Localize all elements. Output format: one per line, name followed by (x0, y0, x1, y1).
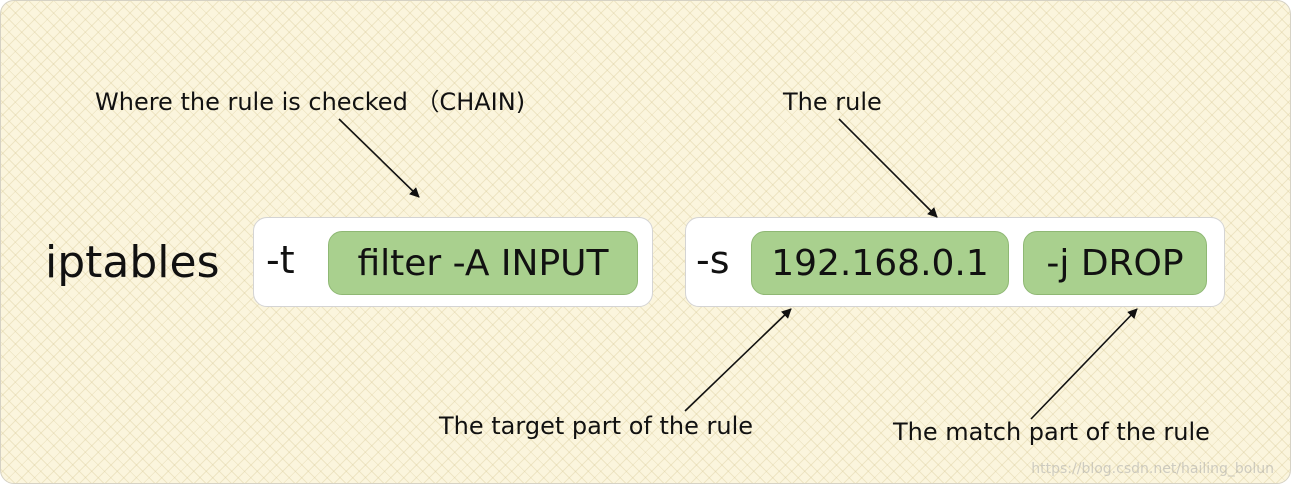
source-flag: -s (696, 238, 730, 282)
table-flag: -t (266, 238, 295, 282)
table-chain-box: -t filter -A INPUT (253, 217, 653, 307)
match-label: The match part of the rule (893, 418, 1210, 446)
target-label: The target part of the rule (439, 412, 754, 440)
rule-arrow (838, 118, 938, 218)
jump-target-pill: -j DROP (1023, 231, 1207, 295)
command-name: iptables (45, 237, 220, 288)
match-arrow (1030, 308, 1138, 420)
rule-box: -s 192.168.0.1 -j DROP (685, 217, 1225, 307)
target-arrow (684, 308, 792, 412)
source-ip-pill: 192.168.0.1 (751, 231, 1009, 295)
chain-arrow (338, 118, 420, 198)
watermark: https://blog.csdn.net/hailing_bolun (1031, 461, 1274, 477)
rule-label: The rule (783, 88, 882, 116)
table-chain-pill: filter -A INPUT (328, 231, 638, 295)
chain-label: Where the rule is checked （CHAIN) (95, 88, 526, 116)
